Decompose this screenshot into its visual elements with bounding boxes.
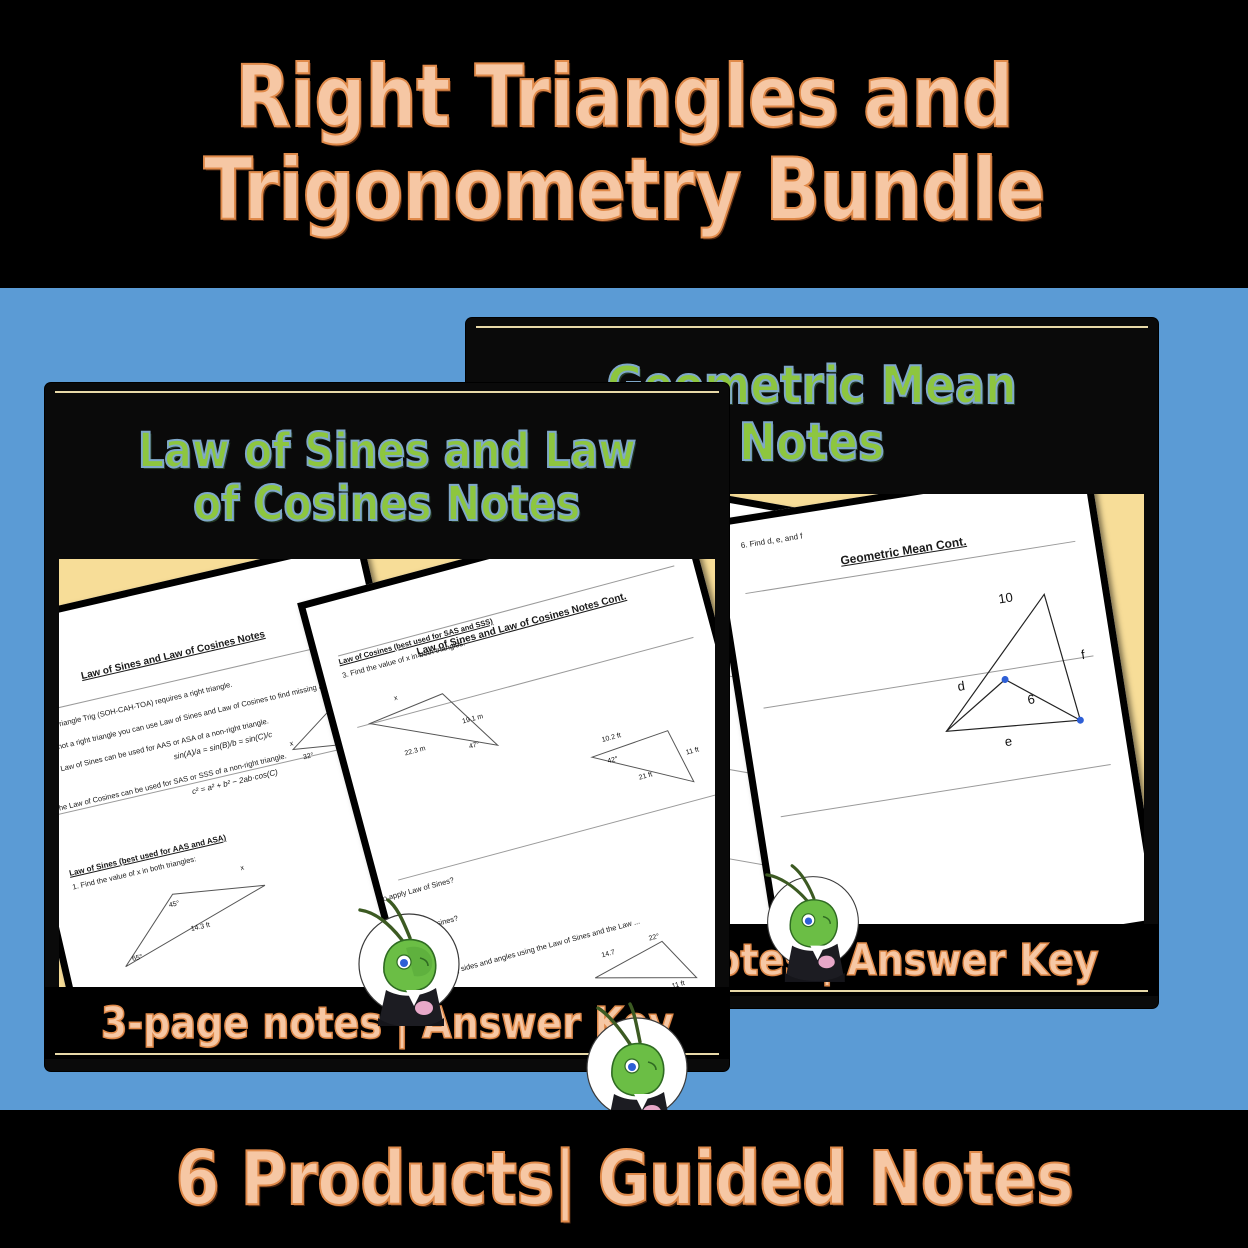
svg-text:21 ft: 21 ft: [638, 771, 653, 781]
poster-header: Right Triangles and Trigonometry Bundle: [0, 0, 1248, 288]
svg-text:10.2 ft: 10.2 ft: [601, 732, 622, 744]
grasshopper-mascot: [344, 894, 474, 1026]
svg-text:22.3 m: 22.3 m: [404, 745, 427, 757]
grasshopper-mascot: [754, 862, 872, 982]
svg-text:x: x: [289, 740, 294, 748]
svg-text:11 ft: 11 ft: [671, 980, 686, 987]
svg-text:10: 10: [997, 589, 1014, 606]
svg-text:f: f: [1080, 647, 1086, 662]
svg-text:42°: 42°: [607, 755, 619, 766]
worksheet-geometric-mean-page2: Geometric Mean Cont. 6. Find d, e, and f…: [707, 494, 1144, 924]
card-title-line-2: Notes: [738, 413, 886, 473]
svg-text:6: 6: [1026, 691, 1035, 707]
svg-text:x: x: [240, 865, 245, 873]
svg-text:47°: 47°: [468, 740, 480, 751]
svg-text:14.3 ft: 14.3 ft: [190, 922, 211, 933]
svg-text:22°: 22°: [648, 932, 660, 943]
law-page2-figures: x 19.1 m 22.3 m 47° 10.2 ft 42° 21 ft 11…: [367, 693, 700, 987]
svg-text:32°: 32°: [302, 751, 314, 761]
poster-title-line-2: Trigonometry Bundle: [202, 140, 1045, 240]
poster-footer-text: 6 Products| Guided Notes: [174, 1135, 1074, 1223]
svg-text:11 ft: 11 ft: [685, 746, 700, 756]
card-top-rule: [476, 326, 1148, 328]
svg-text:14.7: 14.7: [601, 949, 616, 959]
card-photo-law-of-sines-cosines: Law of Sines and Law of Cosines Notes Ri…: [59, 559, 715, 987]
svg-text:d: d: [956, 678, 965, 694]
card-bottom-rule: [55, 1053, 719, 1055]
svg-text:65°: 65°: [131, 953, 143, 963]
worksheet-law-page2: Law of Sines and Law of Cosines Notes Co…: [297, 559, 715, 987]
geometric-mean-figure-2: 10 d 6 f e: [945, 589, 1086, 749]
card-title-line-1: Law of Sines and Law: [137, 423, 637, 480]
card-top-rule: [55, 391, 719, 393]
card-title-law-of-sines-cosines: Law of Sines and Law of Cosines Notes: [45, 403, 729, 553]
svg-text:e: e: [1004, 733, 1013, 749]
card-bottom-rule: [476, 990, 1148, 992]
svg-text:x: x: [393, 695, 399, 703]
card-title-line-2: of Cosines Notes: [192, 476, 581, 532]
poster-footer: 6 Products| Guided Notes: [0, 1110, 1248, 1248]
svg-text:45°: 45°: [168, 899, 180, 909]
poster-title-line-1: Right Triangles and: [234, 47, 1014, 148]
